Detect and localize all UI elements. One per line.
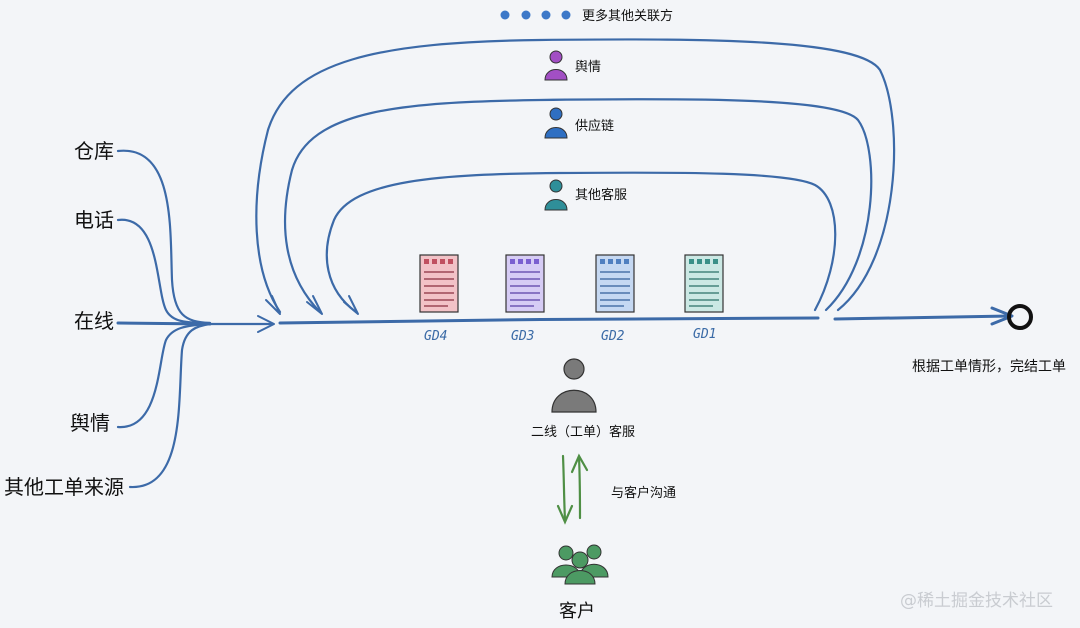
entry-arrowhead <box>257 315 275 333</box>
timeline-arrowhead <box>990 306 1014 326</box>
source-public-opinion: 舆情 <box>70 411 110 435</box>
watermark: @稀土掘金技术社区 <box>900 591 1053 611</box>
source-phone: 电话 <box>74 208 114 232</box>
dot-2 <box>521 10 531 20</box>
ticket-label-gd3: GD3 <box>511 329 534 344</box>
end-node <box>1007 304 1033 330</box>
curve-public-opinion <box>116 322 212 429</box>
source-other: 其他工单来源 <box>4 475 124 499</box>
person-public-opinion-icon <box>544 50 568 81</box>
curve-warehouse <box>116 149 212 325</box>
arrow-up-head <box>570 453 589 474</box>
more-parties-label: 更多其他关联方 <box>582 8 673 24</box>
ticket-gd2-icon <box>595 254 635 313</box>
ticket-gd3-icon <box>505 254 545 313</box>
person-supply-chain-icon <box>544 107 568 139</box>
more-parties-dots <box>500 10 571 20</box>
timeline-to-end <box>833 314 1012 321</box>
agent-label: 二线（工单）客服 <box>531 424 635 440</box>
customer-label: 客户 <box>559 601 595 622</box>
ticket-label-gd4: GD4 <box>424 329 447 344</box>
ticket-gd4-icon <box>419 254 459 313</box>
source-warehouse: 仓库 <box>74 139 114 163</box>
agent-person-icon <box>551 358 597 413</box>
communication-arrows <box>556 453 589 525</box>
dot-3 <box>541 10 551 20</box>
arrow-up <box>577 455 582 520</box>
arrow-down-head <box>556 504 574 525</box>
communicate-label: 与客户沟通 <box>611 485 676 501</box>
curve-online <box>116 321 212 326</box>
source-online: 在线 <box>74 309 114 333</box>
ticket-gd1-icon <box>684 254 724 313</box>
ticket-label-gd2: GD2 <box>601 329 625 344</box>
loop-middle-arrowhead <box>306 295 323 315</box>
curve-phone <box>116 218 212 325</box>
loop-middle <box>283 98 873 314</box>
loop-inner-arrowhead <box>343 295 359 315</box>
loop-outer-arrowhead <box>265 295 281 315</box>
party-supply-chain-label: 供应链 <box>575 118 614 134</box>
party-public-opinion-label: 舆情 <box>575 60 601 75</box>
person-other-service-icon <box>544 179 568 211</box>
return-loops <box>255 38 896 315</box>
arrow-down <box>561 454 567 522</box>
dot-1 <box>500 10 510 20</box>
dot-4 <box>561 10 571 20</box>
loop-inner <box>325 171 837 314</box>
party-other-service-label: 其他客服 <box>575 187 627 203</box>
customer-group-icon <box>551 544 609 585</box>
ticket-label-gd1: GD1 <box>693 327 716 342</box>
source-curves <box>116 149 212 489</box>
loop-outer <box>255 38 896 314</box>
main-timeline <box>278 316 820 325</box>
finish-label: 根据工单情形，完结工单 <box>912 359 1066 375</box>
curve-other <box>128 322 212 489</box>
